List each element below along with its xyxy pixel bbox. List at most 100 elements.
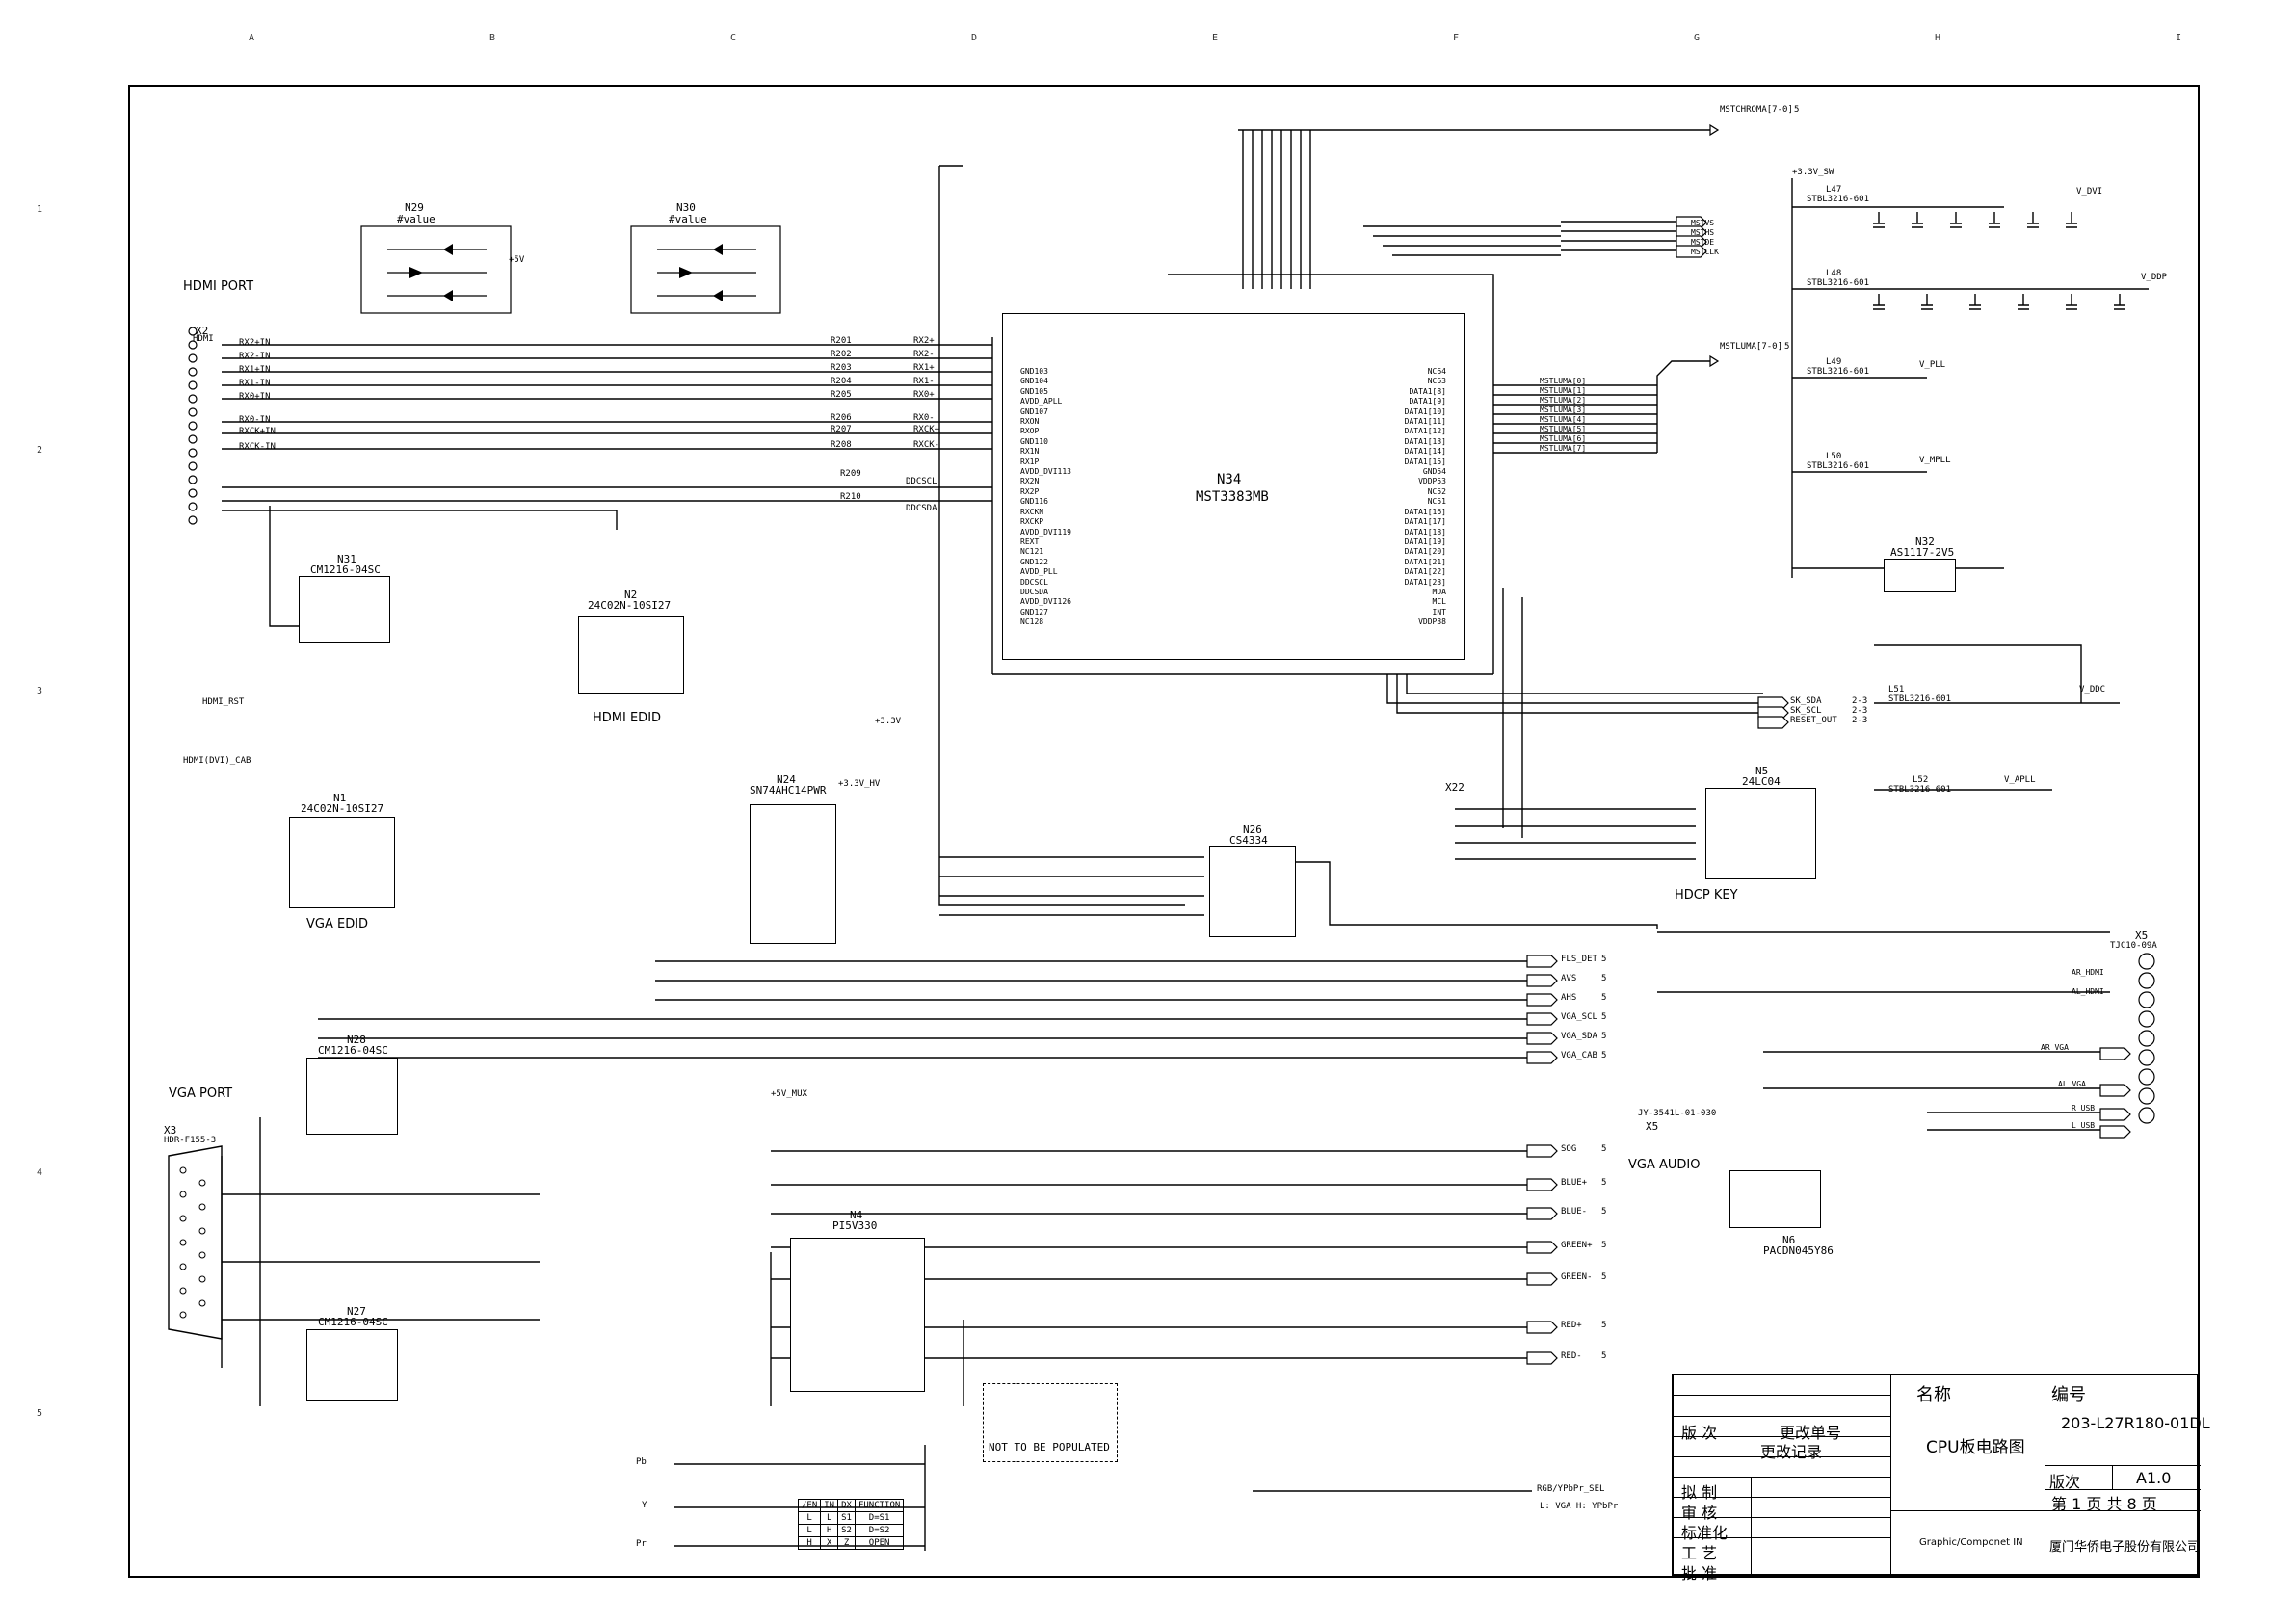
page-ref: 2-3 bbox=[1852, 706, 1868, 716]
power-rail: V_DVI bbox=[2076, 187, 2103, 196]
pin-label: DATA1[12] bbox=[1404, 427, 1446, 436]
page-ref: 5 bbox=[1601, 1051, 1607, 1060]
ic-n34-part: MST3383MB bbox=[1196, 489, 1269, 505]
truth-cell: D=S2 bbox=[854, 1524, 905, 1537]
divider bbox=[2045, 1510, 2201, 1511]
ferrite-ref: L51 bbox=[1888, 685, 1905, 694]
title-block: 名称 编号 203-L27R180-01DL 版 次 更改单号 更改记录 CPU… bbox=[1672, 1374, 2210, 1583]
resistor-label: R204 bbox=[831, 377, 852, 386]
pin-label: DATA1[19] bbox=[1404, 537, 1446, 546]
pin-label: DATA1[18] bbox=[1404, 527, 1446, 537]
ic-n34-left-pins: GND103 GND104 GND105 AVDD_APLL GND107 RX… bbox=[1020, 367, 1071, 628]
ic-n29-part: #value bbox=[397, 213, 435, 225]
net-label: MSTCLK bbox=[1691, 248, 1719, 256]
pin-label: DATA1[13] bbox=[1404, 436, 1446, 446]
net-label: MSTVS bbox=[1691, 219, 1715, 227]
col-marker: H bbox=[1935, 33, 1941, 43]
tb-process: 工 艺 bbox=[1681, 1544, 1718, 1562]
pin-label: DATA1[10] bbox=[1404, 406, 1446, 416]
power-rail: +3.3V bbox=[875, 717, 902, 726]
pin-label: DATA1[9] bbox=[1409, 397, 1446, 406]
tb-doc-number: 203-L27R180-01DL bbox=[2061, 1414, 2210, 1432]
divider bbox=[1890, 1375, 1891, 1578]
pin-label: GND107 bbox=[1020, 406, 1048, 416]
section-vga-edid: VGA EDID bbox=[306, 917, 369, 931]
tb-title: CPU板电路图 bbox=[1926, 1438, 2025, 1457]
ferrite-part: STBL3216-601 bbox=[1888, 694, 1952, 704]
ferrite-part: STBL3216-601 bbox=[1807, 461, 1870, 471]
page-ref: 5 bbox=[1601, 993, 1607, 1003]
net-label: VGA_SDA bbox=[1561, 1032, 1597, 1041]
divider bbox=[2112, 1465, 2113, 1489]
ic-n30-part: #value bbox=[669, 213, 707, 225]
resistor-label: R210 bbox=[840, 492, 861, 502]
net-mstluma: MSTLUMA[7-0] bbox=[1720, 342, 1783, 352]
divider bbox=[1674, 1537, 1890, 1538]
net-label: R_USB bbox=[2072, 1104, 2096, 1113]
net-label: AVS bbox=[1561, 974, 1577, 983]
net-label: RX0- bbox=[913, 413, 935, 423]
net-label: RX0-IN bbox=[239, 415, 271, 425]
connector-x22-ref: X22 bbox=[1445, 781, 1465, 794]
page-ref: 5 bbox=[1601, 974, 1607, 983]
net-label: AL_HDMI bbox=[2072, 987, 2104, 996]
ferrite-part: STBL3216-601 bbox=[1888, 785, 1952, 795]
resistor-label: R201 bbox=[831, 336, 852, 346]
net-label: RX2- bbox=[913, 350, 935, 359]
truth-cell: L bbox=[797, 1511, 822, 1525]
net-label: FLS_DET bbox=[1561, 955, 1597, 964]
row-marker: 4 bbox=[37, 1167, 43, 1178]
ic-n28 bbox=[306, 1058, 398, 1135]
net-label: RXCK+ bbox=[913, 425, 940, 434]
pin-label: DATA1[22] bbox=[1404, 567, 1446, 577]
ic-n28-ref: N28 bbox=[347, 1034, 366, 1046]
pin-label: NC63 bbox=[1427, 377, 1446, 386]
net-label: RX1- bbox=[913, 377, 935, 386]
row-marker: 3 bbox=[37, 686, 43, 696]
net-label: GREEN+ bbox=[1561, 1241, 1593, 1250]
tb-approve: 批 准 bbox=[1681, 1564, 1718, 1583]
pin-label: MCL bbox=[1432, 597, 1446, 607]
section-vga-port: VGA PORT bbox=[169, 1086, 233, 1101]
ic-n34-ref: N34 bbox=[1217, 472, 1242, 487]
pin-label: VDDP38 bbox=[1418, 617, 1446, 627]
connector-x5-part: TJC10-09A bbox=[2110, 941, 2157, 951]
net-label: VGA_CAB bbox=[1561, 1051, 1597, 1060]
net-label: SOG bbox=[1561, 1144, 1577, 1154]
ferrite-ref: L47 bbox=[1826, 185, 1842, 195]
net-label: RXCK- bbox=[913, 440, 940, 450]
col-marker: F bbox=[1453, 33, 1460, 43]
ic-n4-ref: N4 bbox=[850, 1209, 863, 1221]
pin-label: RX2N bbox=[1020, 477, 1040, 486]
tb-page: 第 1 页 共 8 页 bbox=[2051, 1495, 2157, 1513]
truth-cell: L bbox=[820, 1511, 839, 1525]
net-mstchroma: MSTCHROMA[7-0] bbox=[1720, 105, 1793, 115]
ic-n28-part: CM1216-04SC bbox=[318, 1044, 388, 1057]
truth-cell: OPEN bbox=[854, 1536, 905, 1550]
net-label: DDCSDA bbox=[906, 504, 937, 513]
ic-n29-ref: N29 bbox=[405, 201, 424, 214]
pin-label: DATA1[11] bbox=[1404, 417, 1446, 427]
net-label: RX0+IN bbox=[239, 392, 271, 402]
ic-n27 bbox=[306, 1329, 398, 1401]
truth-cell: D=S1 bbox=[854, 1511, 905, 1525]
net-label: L_USB bbox=[2072, 1121, 2096, 1130]
pin-label: DATA1[17] bbox=[1404, 517, 1446, 527]
pin-label: GND103 bbox=[1020, 367, 1048, 376]
power-rail: V_DDC bbox=[2079, 685, 2106, 694]
connector-x3-ref: X3 bbox=[164, 1124, 177, 1137]
not-populated-box: NOT TO BE POPULATED bbox=[983, 1383, 1118, 1462]
ic-n34-right-pins: NC64 NC63 DATA1[8] DATA1[9] DATA1[10] DA… bbox=[1405, 367, 1446, 628]
power-rail: +3.3V_HV bbox=[838, 779, 881, 789]
page-ref: 5 bbox=[1601, 1272, 1607, 1282]
resistor-label: R205 bbox=[831, 390, 852, 400]
ic-n32 bbox=[1884, 559, 1956, 592]
tb-number-label: 编号 bbox=[2051, 1385, 2086, 1405]
ic-n31-ref: N31 bbox=[337, 553, 356, 565]
col-marker: D bbox=[971, 33, 978, 43]
net-label: AR_VGA bbox=[2041, 1043, 2069, 1052]
pin-label: GND105 bbox=[1020, 386, 1048, 396]
ic-n5-ref: N5 bbox=[1755, 765, 1769, 777]
resistor-label: R206 bbox=[831, 413, 852, 423]
